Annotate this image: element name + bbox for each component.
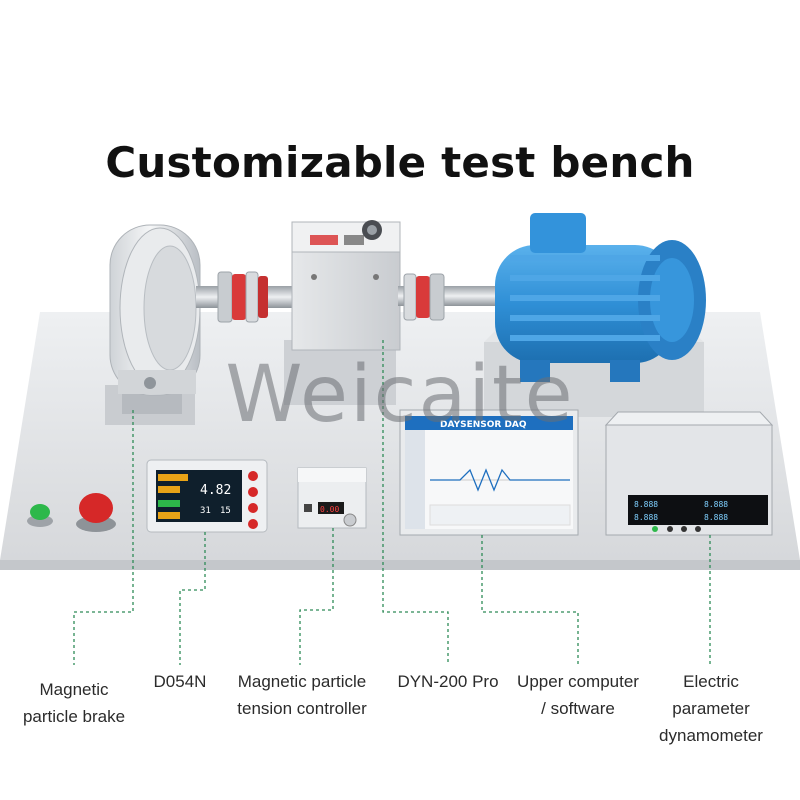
d054n-reading: 4.82 xyxy=(200,483,231,498)
d054n-small-a: 31 xyxy=(200,506,211,516)
leader-d054n xyxy=(179,532,206,665)
magnetic-particle-brake xyxy=(109,224,201,396)
watermark: Weicaite xyxy=(225,350,575,440)
leader-controller xyxy=(299,528,334,665)
label-upper-computer: Upper computer / software xyxy=(517,672,639,718)
meter-value-1: 8.888 xyxy=(634,500,658,509)
label-electric-dynamometer: Electric parameter dynamometer xyxy=(659,672,763,745)
label-dyn-200-pro: DYN-200 Pro xyxy=(397,672,499,691)
meter-value-2: 8.888 xyxy=(704,500,728,509)
d054n-display-unit xyxy=(146,459,268,533)
green-start-button xyxy=(27,504,53,527)
page-title: Customizable test bench xyxy=(105,138,695,187)
meter-value-4: 8.888 xyxy=(704,513,728,522)
coupling-right xyxy=(403,273,445,321)
leader-software xyxy=(481,535,579,665)
tension-controller-unit xyxy=(297,467,367,529)
coupling-left xyxy=(217,271,268,323)
red-stop-button xyxy=(76,493,116,532)
leader-lines xyxy=(73,340,711,665)
daq-monitor xyxy=(399,409,579,536)
daq-header: DAYSENSOR DAQ xyxy=(440,420,527,430)
label-tension-controller: Magnetic particle tension controller xyxy=(237,672,367,718)
controller-display: 0.00 xyxy=(320,505,339,514)
blue-electric-motor xyxy=(495,213,706,382)
platform-front xyxy=(0,560,800,570)
torque-sensor-dyn200 xyxy=(284,220,401,405)
label-d054n: D054N xyxy=(153,672,207,691)
d054n-small-b: 15 xyxy=(220,506,231,516)
electric-parameter-meter xyxy=(604,411,774,536)
meter-value-3: 8.888 xyxy=(634,513,658,522)
label-magnetic-particle-brake: Magnetic particle brake xyxy=(22,680,126,726)
